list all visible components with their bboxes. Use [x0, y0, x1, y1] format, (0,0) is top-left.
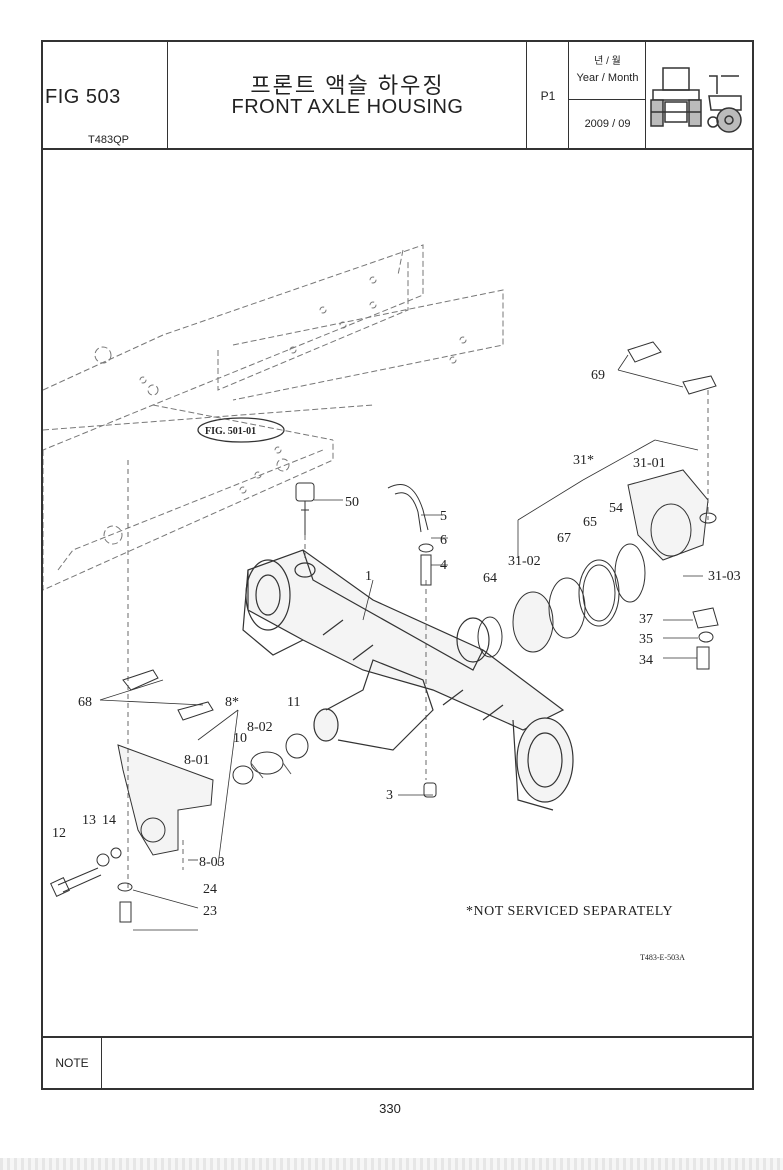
exploded-parts-drawing: 50 1 5 6 4 64 31-02 67 65 54 31* 31-01 3…: [43, 244, 741, 931]
callout-50: 50: [345, 495, 359, 510]
page-reference: P1: [540, 89, 556, 103]
callout-24: 24: [203, 882, 217, 897]
callout-67: 67: [557, 531, 571, 546]
callout-8-02: 8-02: [247, 720, 273, 735]
chassis-frame: [43, 244, 504, 591]
front-axle-housing: [242, 549, 574, 811]
callout-69: 69: [591, 368, 605, 383]
callout-11: 11: [287, 695, 300, 710]
model-code: T483QP: [88, 134, 129, 146]
header-divider-3: [568, 40, 569, 148]
page-frame: [41, 40, 754, 1090]
callout-6: 6: [440, 533, 447, 548]
header-divider-2: [526, 40, 527, 148]
footnote-not-serviced: *NOT SERVICED SEPARATELY: [466, 904, 674, 919]
callout-3: 3: [386, 788, 393, 803]
callout-31-02: 31-02: [508, 554, 541, 569]
callout-12: 12: [52, 826, 66, 841]
note-label: NOTE: [55, 1056, 89, 1070]
year-month-label-korean: 년 / 월: [594, 56, 621, 67]
note-top-rule: [41, 1036, 754, 1038]
callout-8-01: 8-01: [184, 753, 210, 768]
callout-23: 23: [203, 904, 217, 919]
callout-68: 68: [78, 695, 92, 710]
callout-10: 10: [233, 731, 247, 746]
callout-65: 65: [583, 515, 597, 530]
callout-31-03: 31-03: [708, 569, 741, 584]
bushing-8-02: [250, 751, 284, 775]
callout-31-01: 31-01: [633, 456, 666, 471]
callout-4: 4: [440, 558, 447, 573]
callout-14: 14: [102, 813, 116, 828]
tractor-icon: [650, 67, 742, 133]
figure-number: FIG 503: [45, 86, 121, 108]
issue-date: 2009 / 09: [584, 118, 631, 130]
note-divider: [101, 1037, 102, 1090]
title-korean: 프론트 액슬 하우징: [250, 73, 445, 98]
callout-54: 54: [609, 501, 623, 516]
callout-8: 8*: [225, 695, 239, 710]
year-month-label: Year / Month: [576, 72, 639, 84]
callout-64: 64: [483, 571, 497, 586]
header-divider-1: [167, 40, 168, 148]
date-cell-rule: [568, 99, 645, 100]
drawing-code: T483-E-503A: [640, 953, 685, 962]
callout-37: 37: [639, 612, 653, 627]
callout-34: 34: [639, 653, 653, 668]
header-bottom-rule: [41, 148, 754, 150]
callout-13: 13: [82, 813, 96, 828]
callout-8-03: 8-03: [199, 855, 225, 870]
callout-31: 31*: [573, 453, 594, 468]
fig-reference-label: FIG. 501-01: [205, 426, 256, 437]
callout-5: 5: [440, 509, 447, 524]
title-english: FRONT AXLE HOUSING: [231, 96, 464, 118]
callout-35: 35: [639, 632, 653, 647]
page-number: 330: [379, 1101, 401, 1116]
scan-edge: [0, 1158, 783, 1170]
header-divider-4: [645, 40, 646, 148]
callout-1: 1: [365, 569, 372, 584]
